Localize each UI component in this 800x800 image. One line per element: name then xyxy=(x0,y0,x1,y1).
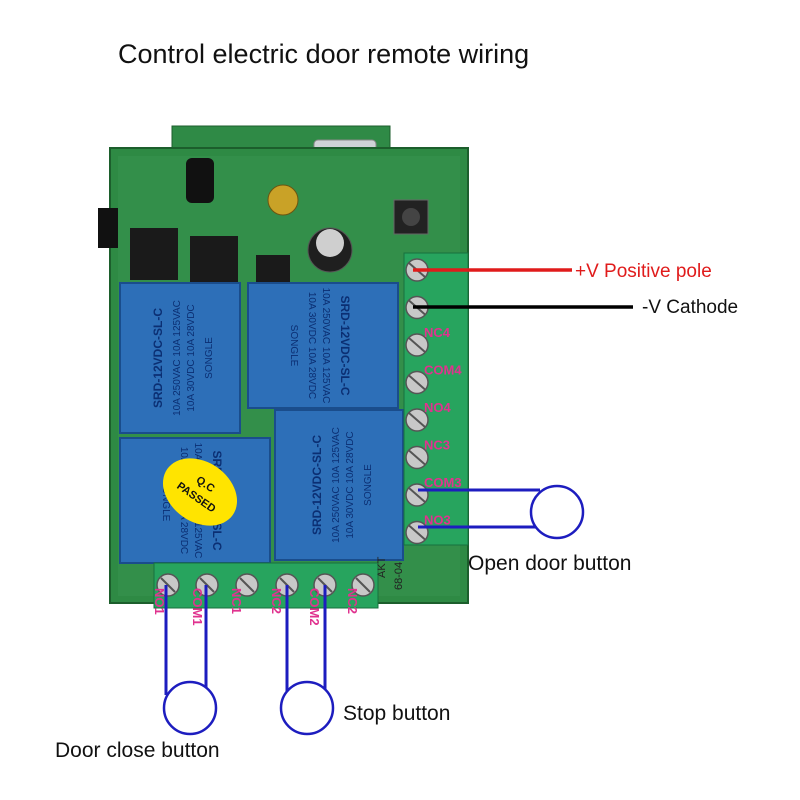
relay-label: SONGLE xyxy=(363,464,374,506)
ic-chip xyxy=(130,228,178,280)
relay-label: SRD-12VDC-SL-C xyxy=(310,435,324,535)
ic-chip-2 xyxy=(190,236,238,282)
right-pin-label: COM3 xyxy=(424,475,462,490)
relay-label: 10A 250VAC 10A 125VAC xyxy=(172,300,183,416)
door-close-button xyxy=(162,680,218,736)
terminal-screw-slot xyxy=(239,577,255,593)
door-close-button-label: Door close button xyxy=(55,739,220,762)
board-code-2: 68-04 xyxy=(393,562,405,590)
open-door-button xyxy=(529,484,585,540)
relay-label: 10A 30VDC 10A 28VDC xyxy=(345,431,356,538)
terminal-screw-slot xyxy=(408,412,426,428)
coil xyxy=(186,158,214,203)
relay-body xyxy=(247,282,399,409)
relay-label: 10A 250VAC 10A 125VAC xyxy=(320,288,331,404)
bottom-pin-label: COM1 xyxy=(190,588,205,626)
qc-sticker xyxy=(162,458,238,526)
terminal-screw-slot xyxy=(408,337,426,353)
right-pin-label: NC4 xyxy=(424,325,451,340)
terminal-screw-slot xyxy=(408,449,426,466)
right-pin-label: NO4 xyxy=(424,400,452,415)
diagram-title: Control electric door remote wiring xyxy=(118,39,529,69)
learn-button-cap xyxy=(402,208,420,226)
bottom-pin-label: NC1 xyxy=(229,588,244,614)
jumper-header xyxy=(98,208,118,248)
right-pin-label: COM4 xyxy=(424,363,462,378)
stop-button-label: Stop button xyxy=(343,702,450,725)
relay-label: SONGLE xyxy=(288,325,299,367)
capacitor-2-top xyxy=(316,229,344,257)
open-door-button-label: Open door button xyxy=(468,552,631,575)
bottom-pin-label: NC2 xyxy=(345,588,360,614)
board-code-1: AKT xyxy=(376,556,388,578)
positive-pole-label: +V Positive pole xyxy=(575,261,712,282)
terminal-screw-slot xyxy=(408,487,426,503)
bottom-pin-label: NC2 xyxy=(269,588,284,614)
ic-chip-3 xyxy=(256,255,290,285)
terminal-screw-slot xyxy=(408,374,426,391)
relay-label: SRD-12VDC-SL-C xyxy=(338,295,352,395)
terminal-screw-slot xyxy=(355,577,371,593)
relay-label: SRD-12VDC-SL-C xyxy=(151,308,165,408)
capacitor xyxy=(267,184,299,216)
relay-label: SONGLE xyxy=(204,337,215,379)
learn-button xyxy=(393,199,429,235)
relay-label: SONGLE xyxy=(160,480,171,522)
cathode-label: -V Cathode xyxy=(642,297,738,318)
terminal-screw-slot xyxy=(408,524,426,541)
stop-button xyxy=(279,680,335,736)
relay-body xyxy=(274,409,404,561)
relay-label: 10A 30VDC 10A 28VDC xyxy=(186,304,197,411)
bottom-pin-label: COM2 xyxy=(307,588,322,626)
bottom-pin-label: NO1 xyxy=(152,588,167,615)
right-pin-label: NC3 xyxy=(424,438,450,453)
right-pin-label: NO3 xyxy=(424,513,451,528)
relay-body xyxy=(119,282,241,434)
terminal-screw-slot xyxy=(160,577,176,593)
relay-label: 10A 250VAC 10A 125VAC xyxy=(331,427,342,543)
relay-label: 10A 30VDC 10A 28VDC xyxy=(306,292,317,399)
bottom-terminal-block xyxy=(153,562,379,609)
